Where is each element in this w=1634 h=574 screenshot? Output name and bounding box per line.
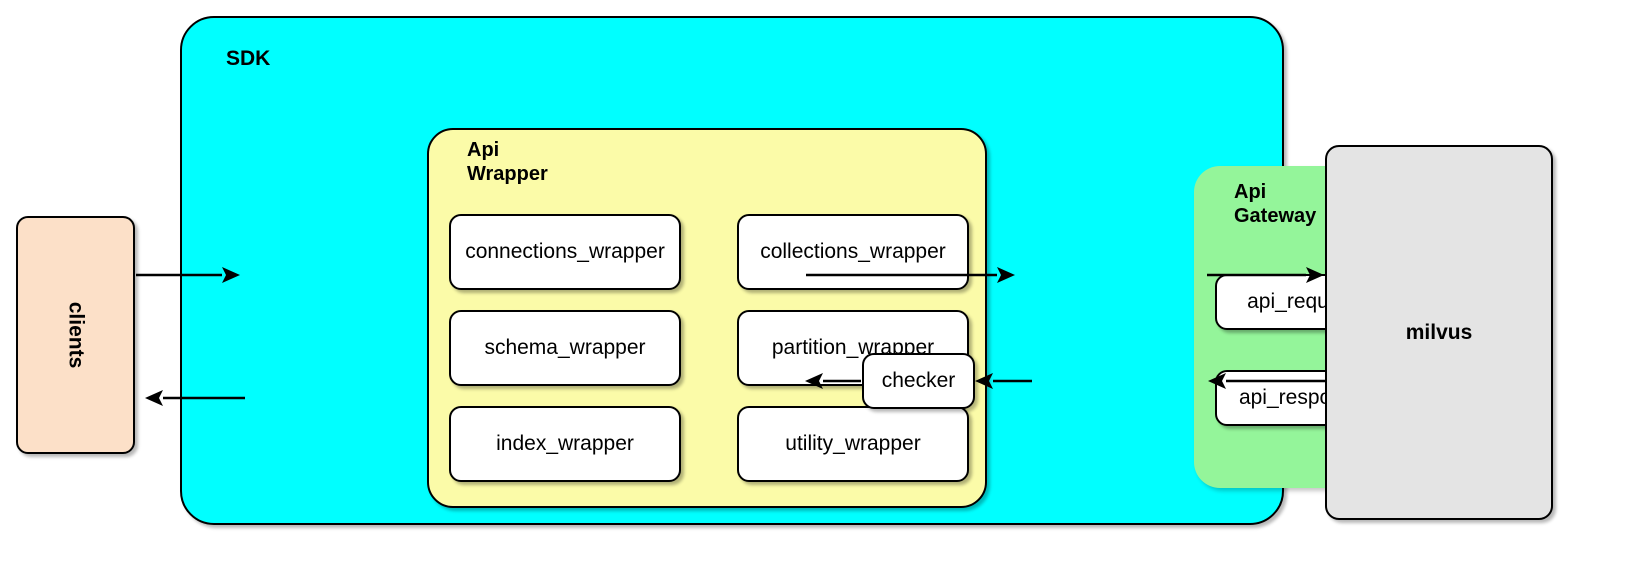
node-milvus[interactable]: milvus bbox=[1325, 145, 1553, 520]
group-api-gateway-label: Api Gateway bbox=[1234, 181, 1317, 228]
group-sdk[interactable]: SDK Api Wrapper connections_wrapper coll… bbox=[180, 16, 1419, 525]
node-partition-wrapper[interactable]: partition_wrapper bbox=[737, 310, 969, 386]
node-clients-label: clients bbox=[64, 301, 88, 369]
node-schema-wrapper[interactable]: schema_wrapper bbox=[449, 310, 681, 386]
group-api-wrapper[interactable]: Api Wrapper connections_wrapper collecti… bbox=[427, 128, 987, 508]
node-clients[interactable]: clients bbox=[16, 216, 135, 454]
group-sdk-label: SDK bbox=[226, 47, 271, 70]
node-index-wrapper[interactable]: index_wrapper bbox=[449, 406, 681, 482]
node-collections-wrapper[interactable]: collections_wrapper bbox=[737, 214, 969, 290]
group-api-wrapper-label: Api Wrapper bbox=[467, 139, 548, 186]
node-connections-wrapper[interactable]: connections_wrapper bbox=[449, 214, 681, 290]
node-checker[interactable]: checker bbox=[862, 353, 975, 409]
node-utility-wrapper[interactable]: utility_wrapper bbox=[737, 406, 969, 482]
